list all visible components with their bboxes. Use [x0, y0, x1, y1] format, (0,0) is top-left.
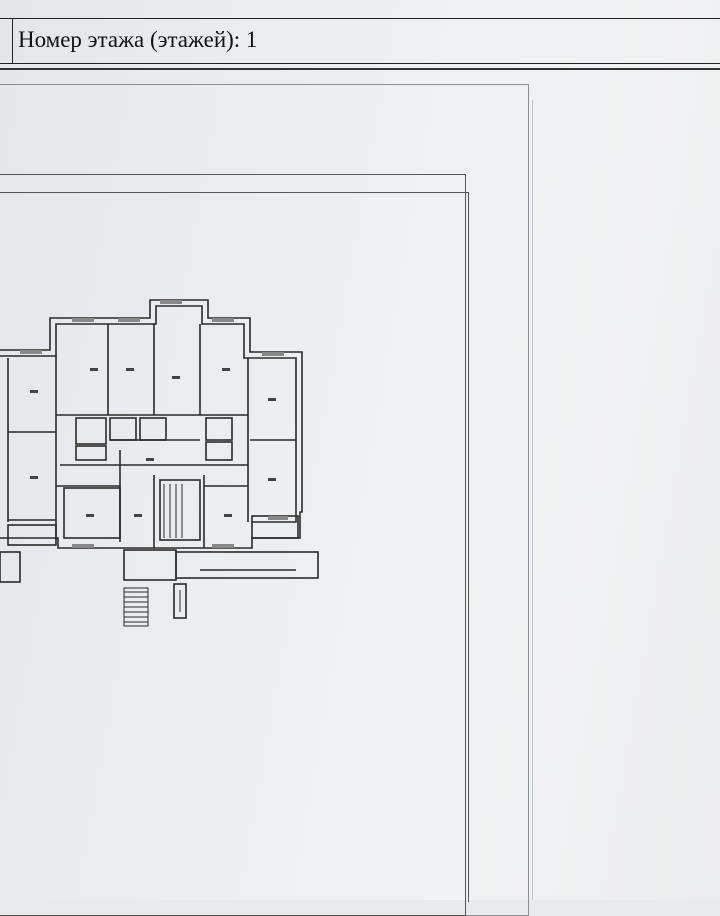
floor-plan-drawing — [0, 299, 319, 627]
floor-number-label: Номер этажа (этажей): 1 — [18, 27, 258, 52]
header-rule-line — [0, 68, 720, 70]
plan-frame-inner-line — [0, 192, 468, 193]
header-band: Номер этажа (этажей): 1 — [0, 18, 720, 64]
outer-frame-edge — [532, 100, 533, 900]
header-left-cell — [0, 19, 13, 63]
plan-frame-right-line — [468, 192, 469, 902]
